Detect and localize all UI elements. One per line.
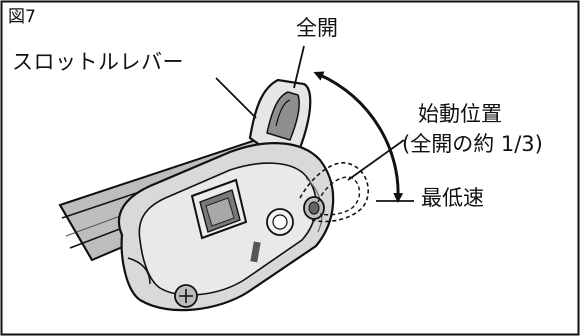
start-position-label: 始動位置 [418, 102, 502, 126]
throttle-lever [248, 78, 312, 154]
pivot-hole [266, 208, 294, 236]
minimum-speed-label: 最低速 [421, 186, 484, 210]
lever-leader-line [215, 77, 257, 119]
double-headed-curved-arrow [313, 71, 404, 203]
square-button [190, 178, 248, 240]
throttle-lever-label: スロットルレバー [12, 50, 184, 74]
embossed-mark [250, 241, 261, 263]
dashed-lever-outline [299, 162, 370, 223]
full-open-leader-line [293, 45, 305, 89]
start-position-leader-line [347, 139, 405, 181]
figure-number: 図7 [8, 7, 36, 27]
full-open-label: 全開 [296, 16, 338, 40]
right-screw [303, 196, 325, 220]
start-position-note: (全開の約 1/3) [402, 132, 543, 156]
bottom-screw [174, 284, 198, 308]
